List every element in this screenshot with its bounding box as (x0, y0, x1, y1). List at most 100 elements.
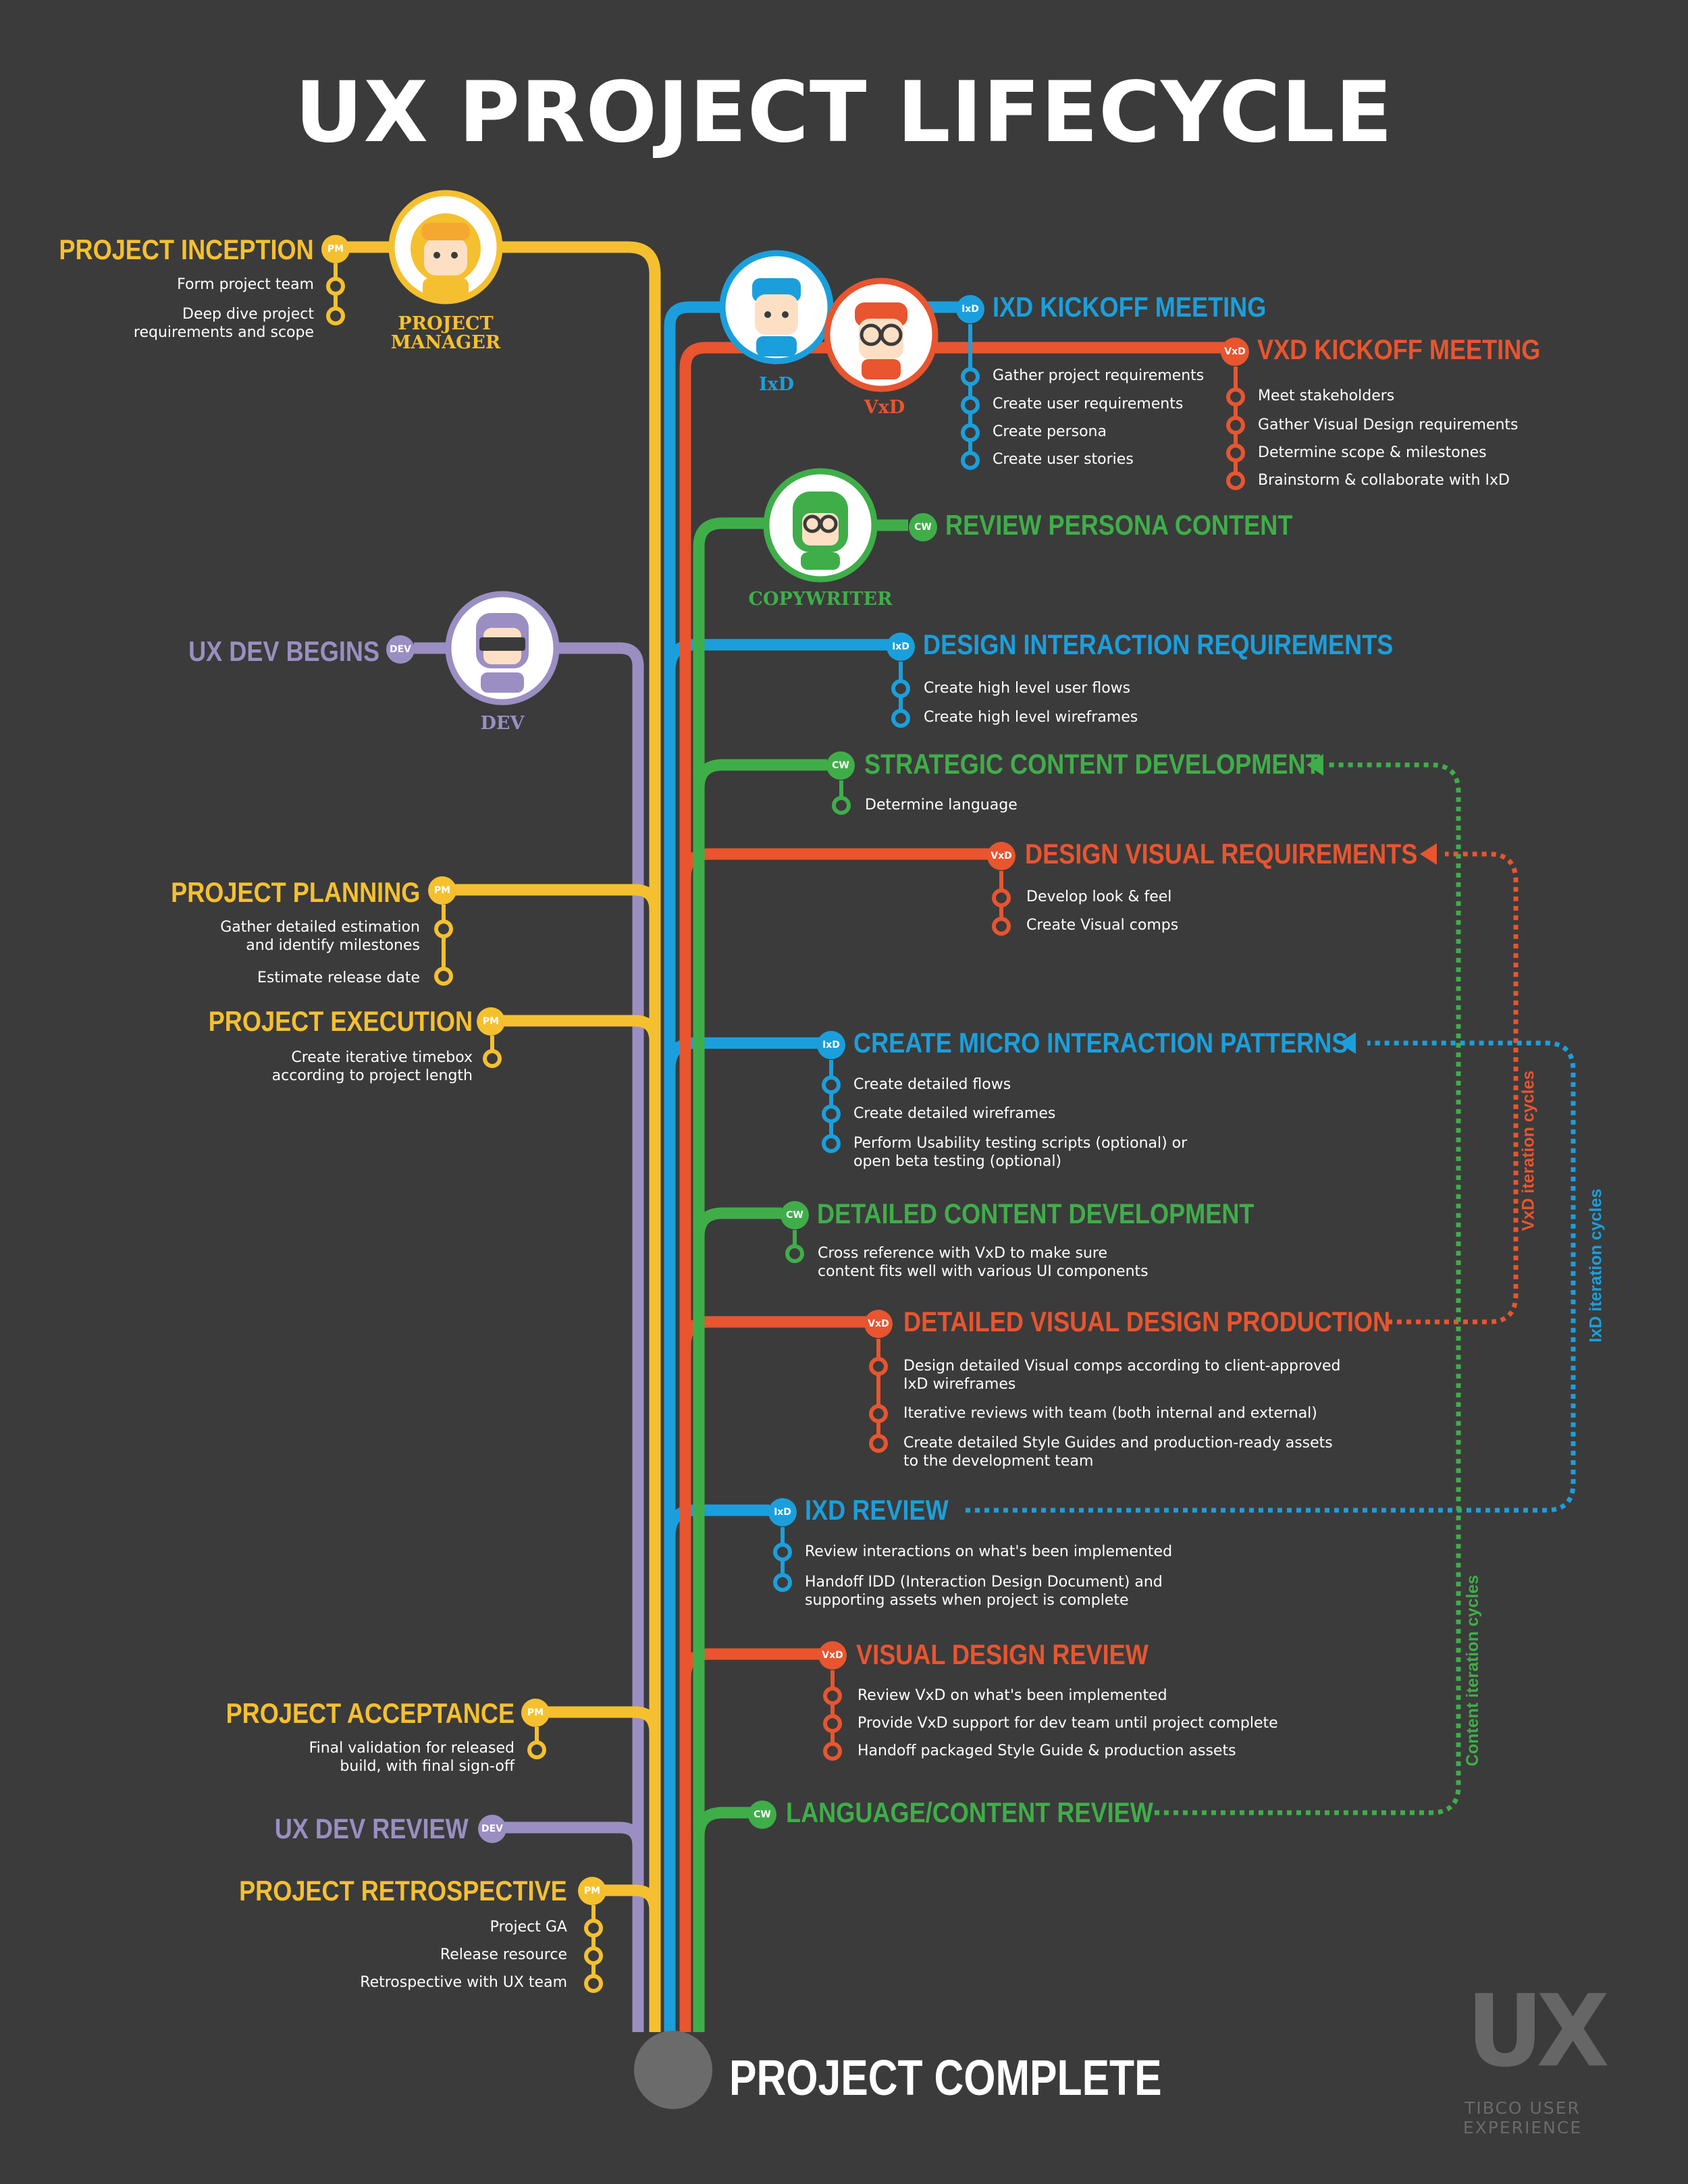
pm-badge: PM (521, 1699, 550, 1727)
ixd-badge: IxD (956, 295, 984, 323)
ixd-branch-2 (664, 1037, 820, 1069)
planning-item-1: Gather detailed estimation and identify … (220, 919, 420, 954)
retrospective-item-3: Retrospective with UX team (360, 1974, 567, 1991)
sub-item-dot (961, 367, 980, 386)
pm-avatar (388, 190, 503, 304)
planning-branch (446, 884, 661, 911)
visual-production-item-2: Iterative reviews with team (both intern… (903, 1405, 1317, 1422)
sub-item-dot (584, 1946, 603, 1965)
strategic-content-item-1: Determine language (865, 797, 1018, 814)
pm-badge: PM (578, 1877, 606, 1905)
sub-item-dot (869, 1404, 888, 1423)
sub-item-dot (992, 888, 1011, 907)
vxd-badge: VxD (1221, 338, 1249, 366)
visual-req-title: DESIGN VISUAL REQUIREMENTS (1025, 838, 1418, 870)
visual-review-title: VISUAL DESIGN REVIEW (856, 1639, 1149, 1670)
micro-patterns-item-3: Perform Usability testing scripts (optio… (853, 1135, 1188, 1170)
dev-track (556, 642, 644, 2032)
ixd-kickoff-item-3: Create persona (993, 423, 1107, 440)
ixd-review-item-2: Handoff IDD (Interaction Design Document… (805, 1574, 1163, 1609)
sub-item-dot (822, 1075, 841, 1094)
brand-name: TIBCO USER EXPERIENCE (1462, 2098, 1583, 2137)
sub-item-dot (773, 1573, 792, 1592)
inception-title: PROJECT INCEPTION (59, 234, 314, 265)
ixd-cycle-label: IxD iteration cycles (1586, 1188, 1606, 1343)
interaction-req-item-1: Create high level user flows (924, 680, 1131, 697)
sub-item-dot (773, 1543, 792, 1562)
sub-item-dot (832, 796, 851, 815)
cw-badge: CW (748, 1801, 776, 1829)
ixd-badge: IxD (887, 633, 915, 661)
interaction-req-item-2: Create high level wireframes (924, 709, 1138, 726)
vxd-branch-1 (679, 848, 991, 878)
acceptance-branch (533, 1706, 661, 1733)
language-review-title: LANGUAGE/CONTENT REVIEW (786, 1796, 1153, 1828)
cw-track (693, 517, 766, 2032)
ixd-review-item-1: Review interactions on what's been imple… (805, 1543, 1173, 1560)
persona-title: REVIEW PERSONA CONTENT (945, 509, 1293, 541)
sub-item-dot (785, 1244, 804, 1263)
interaction-req-title: DESIGN INTERACTION REQUIREMENTS (923, 629, 1394, 660)
ux-logo: UX (1467, 1973, 1610, 2090)
sub-item-dot (961, 451, 980, 470)
dev-avatar (445, 591, 560, 705)
cw-badge: CW (826, 751, 855, 780)
execution-title: PROJECT EXECUTION (208, 1005, 473, 1037)
planning-title: PROJECT PLANNING (170, 876, 420, 908)
sub-item-dot (434, 967, 453, 986)
sub-item-dot (1226, 471, 1245, 490)
cw-badge: CW (909, 513, 937, 541)
sub-item-dot (961, 396, 980, 415)
visual-review-item-3: Handoff packaged Style Guide & productio… (858, 1742, 1236, 1759)
inception-item-1: Form project team (177, 276, 314, 293)
execution-item-1: Create iterative timebox according to pr… (271, 1049, 473, 1084)
vxd-cycle-label: VxD iteration cycles (1519, 1070, 1538, 1231)
ixd-kickoff-title: IXD KICKOFF MEETING (993, 291, 1267, 323)
vxd-badge: VxD (818, 1641, 847, 1670)
vxd-track (679, 342, 1225, 2032)
role-label-copywriter: COPYWRITER (748, 589, 893, 610)
micro-patterns-title: CREATE MICRO INTERACTION PATTERNS (853, 1027, 1348, 1059)
ixd-track (664, 301, 726, 2032)
sub-item-dot (1226, 416, 1245, 435)
detailed-content-item-1: Cross reference with VxD to make sure co… (818, 1245, 1149, 1280)
vxd-kickoff-item-3: Determine scope & milestones (1258, 444, 1487, 461)
visual-req-item-1: Develop look & feel (1026, 888, 1172, 905)
micro-patterns-item-1: Create detailed flows (853, 1076, 1011, 1093)
sub-item-dot (527, 1740, 546, 1759)
role-label-vxd: VxD (864, 397, 905, 418)
sub-item-dot (1226, 388, 1245, 406)
sub-item-dot (326, 277, 345, 296)
visual-review-item-2: Provide VxD support for dev team until p… (858, 1715, 1278, 1732)
copywriter-avatar (763, 468, 878, 583)
pm-track (483, 241, 661, 2032)
sub-item-dot (891, 709, 910, 728)
sub-item-dot (1226, 444, 1245, 462)
visual-production-title: DETAILED VISUAL DESIGN PRODUCTION (903, 1306, 1391, 1337)
detailed-content-title: DETAILED CONTENT DEVELOPMENT (817, 1198, 1255, 1229)
page-title: UX PROJECT LIFECYCLE (294, 64, 1394, 161)
vxd-branch-2 (679, 1316, 868, 1346)
vxd-badge: VxD (864, 1310, 893, 1338)
vxd-avatar (824, 277, 939, 392)
project-complete-label: PROJECT COMPLETE (729, 2050, 1162, 2106)
sub-item-dot (961, 423, 980, 442)
cw-branch-2 (693, 1207, 782, 1237)
content-cycle-label: Content iteration cycles (1463, 1574, 1483, 1767)
sub-item-dot (822, 1134, 841, 1153)
retrospective-title: PROJECT RETROSPECTIVE (239, 1875, 567, 1907)
dev-review-branch (500, 1821, 644, 1846)
pm-badge: PM (321, 235, 350, 263)
cw-badge: CW (781, 1201, 809, 1229)
vxd-badge: VxD (987, 842, 1016, 870)
visual-production-item-1: Design detailed Visual comps according t… (903, 1358, 1341, 1393)
sub-item-dot (869, 1357, 888, 1376)
sub-item-dot (992, 917, 1011, 936)
sub-item-dot (891, 679, 910, 698)
acceptance-item-1: Final validation for released build, wit… (309, 1740, 515, 1775)
pm-badge: PM (428, 876, 456, 905)
sub-item-dot (434, 920, 453, 938)
ixd-kickoff-item-2: Create user requirements (993, 396, 1184, 412)
planning-item-2: Estimate release date (257, 969, 420, 986)
